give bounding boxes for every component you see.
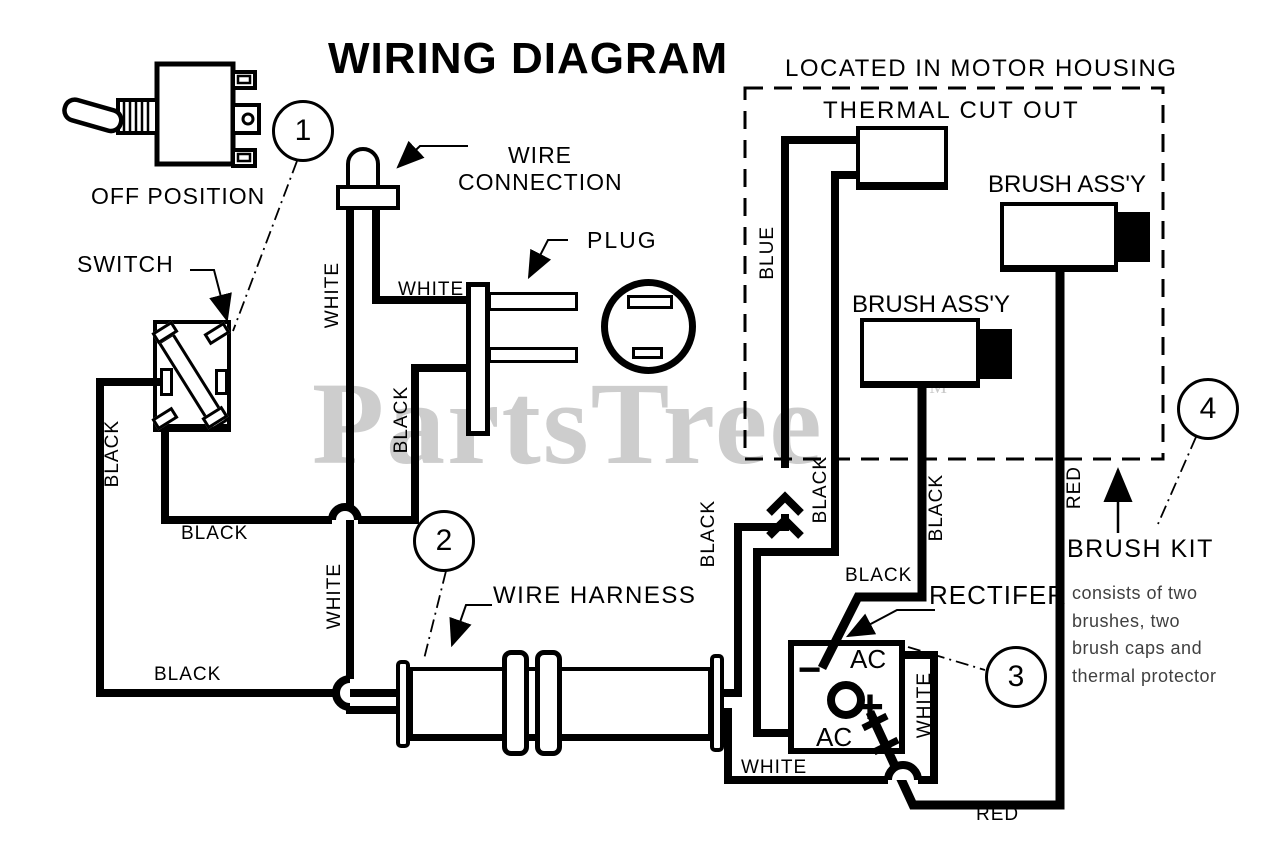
callout-4-number: 4 [1199,392,1217,425]
plug-slot [627,295,673,309]
callout-2-number: 2 [435,524,453,557]
wire-label-black-thermal: BLACK [810,456,831,524]
wire-black-switch-bottom [161,430,332,524]
wire-label-black-switch-bottom: BLACK [181,523,249,544]
rectifier-label: RECTIFER [929,580,1067,610]
harness-ring [502,650,529,756]
arrow-wire-connection [396,140,468,169]
wire-label-black-left: BLACK [102,420,123,488]
thermal-cut-out-label: THERMAL CUT OUT [823,97,1080,124]
brush-kit-note-line4: thermal protector [1072,666,1217,686]
leader-callout-1 [232,160,298,332]
page-title: WIRING DIAGRAM [328,34,729,83]
plug-label: PLUG [587,227,658,253]
wire-label-white-plug: WHITE [398,279,465,300]
plug-face [601,279,696,374]
chevron-connector-icon [766,514,804,539]
brush-kit-note-line2: brushes, two [1072,611,1181,631]
watermark-partstree: PartsTree [312,358,824,489]
brush-kit-note-line3: brush caps and [1072,638,1203,658]
wire-label-black-brush: BLACK [926,474,947,542]
callout-1: 1 [272,100,334,162]
callout-3-number: 3 [1007,660,1025,693]
wire-label-black-chevron: BLACK [698,500,719,568]
wire-label-white-bottom: WHITE [741,757,808,778]
leader-callout-2 [423,570,447,660]
plug-slot [632,347,663,359]
callout-3: 3 [985,646,1047,708]
rectifier-mount-hole [827,681,865,719]
wire-label-white-rectifier-side: WHITE [914,672,935,739]
off-position-label: OFF POSITION [91,183,266,209]
wire-label-blue: BLUE [757,226,778,280]
rectifier-ac-top-terminal: AC [850,644,887,674]
wire-label-white-nut: WHITE [322,262,343,329]
leader-callout-4 [1157,436,1197,525]
threaded-neck-hatch [122,102,150,131]
motor-housing-dashed-box [743,86,1165,461]
wire-harness-label: WIRE HARNESS [493,582,697,609]
toggle-switch-illustration [62,61,261,168]
harness-ring [535,650,562,756]
callout-2: 2 [413,510,475,572]
brush-kit-label: BRUSH KIT [1067,535,1214,563]
toggle-lever [62,97,124,134]
wire-nut-dome [346,147,380,189]
plug-prong [488,347,578,363]
brush-kit-note-line1: consists of two [1072,583,1198,603]
wire-white-into-harness [346,706,398,714]
wire-label-red-bottom: RED [976,804,1020,825]
wire-red-brush-to-rectifier [865,272,1065,810]
wire-hop-white-over-red [884,761,922,781]
callout-4: 4 [1177,378,1239,440]
switch-terminal [160,368,173,396]
plug-prong [488,292,578,311]
wire-nut-base [336,185,400,210]
arrow-switch [190,269,232,323]
plug-body [466,282,490,436]
arrow-wire-harness [449,604,492,648]
wire-black-switch-to-harness [96,378,398,697]
motor-housing-label: LOCATED IN MOTOR HOUSING [785,55,1178,82]
brush-assy-top-box [1000,202,1118,272]
callout-1-number: 1 [294,114,312,147]
brush-assy-top-label: BRUSH ASS'Y [988,171,1146,198]
wire-label-black-bottom: BLACK [154,664,222,685]
brush-assy-left-brush [978,329,1012,379]
wire-label-white-mid: WHITE [324,563,345,630]
rectifier-ac-bottom-terminal: AC [816,722,853,752]
switch-label: SWITCH [77,251,174,277]
harness-right-cap [710,654,724,752]
brush-assy-left-box [860,318,980,388]
brush-assy-top-brush [1116,212,1150,262]
harness-left-cap [396,660,410,748]
wire-blue-thermal [781,136,858,468]
switch-box [153,320,231,432]
wire-white-to-rectifier-ac [903,651,938,784]
rectifier-box [788,640,905,754]
wire-hop-white-over-black [332,675,351,711]
wire-black-thermal-to-rectifier [753,171,858,737]
wire-label-black-plug: BLACK [391,386,412,454]
arrow-rectifier [845,609,935,638]
wire-connection-label-line2: CONNECTION [458,169,623,195]
thermal-cut-out-box [856,126,948,190]
rectifier-minus-terminal: − [798,648,822,692]
wire-label-red-vertical: RED [1064,466,1085,510]
arrow-plug [527,239,568,280]
rectifier-plus-terminal: + [856,681,885,734]
brush-assy-left-label: BRUSH ASS'Y [852,291,1010,318]
wire-white-harness-bottom [723,708,888,784]
wire-connection-label-line1: WIRE [507,142,573,168]
switch-terminal [215,369,228,395]
wire-white-to-plug [372,208,470,304]
chevron-connector-icon [766,491,804,516]
wire-black-to-plug [358,364,470,524]
wire-label-black-rectifier: BLACK [845,565,913,586]
wire-hop-black-over-white [328,503,362,521]
wire-black-brush-to-rectifier [817,388,927,671]
wire-break-tick [861,712,889,732]
